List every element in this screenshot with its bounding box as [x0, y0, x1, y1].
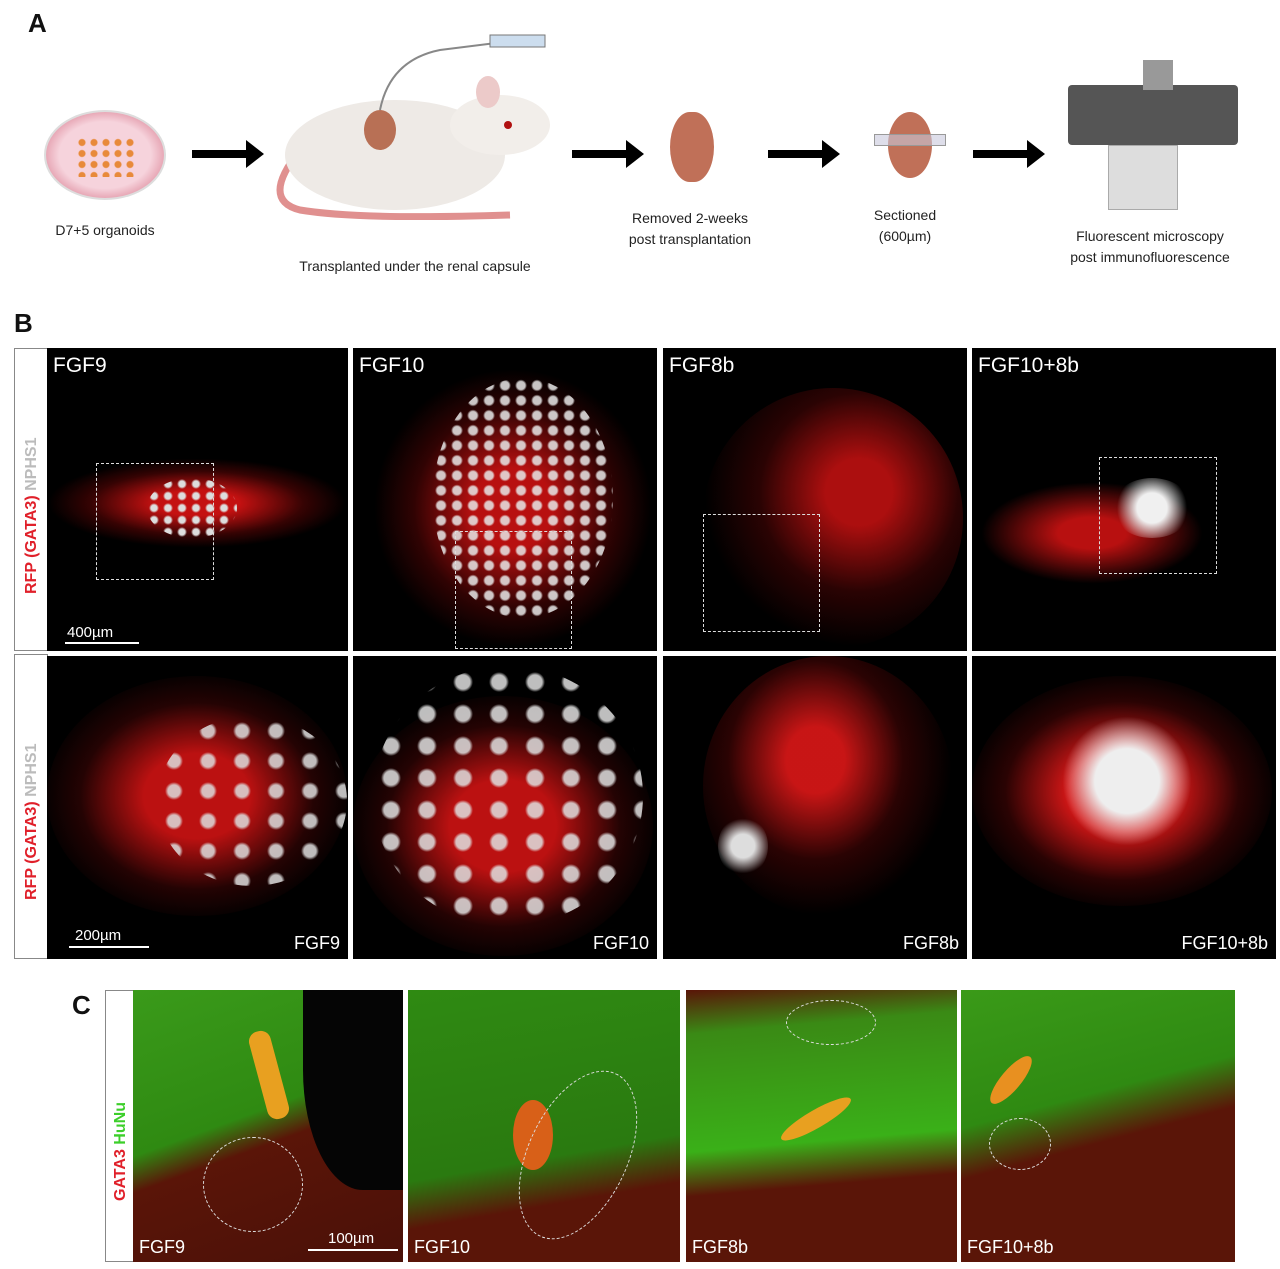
dashed-outline	[989, 1118, 1051, 1170]
caption-line: Fluorescent microscopy	[1076, 228, 1224, 244]
scale-bar-label: 100µm	[328, 1230, 375, 1247]
panel-condition-label: FGF8b	[902, 933, 959, 953]
dashed-outline	[786, 1000, 876, 1045]
stain-green-label: HuNu	[112, 1102, 129, 1145]
image-panel: 200µm FGF9	[47, 656, 348, 959]
stain-red-label: RFP (GATA3)	[23, 495, 40, 594]
arrow-icon	[572, 140, 644, 168]
image-panel: FGF10	[353, 656, 657, 959]
image-panel: FGF10+8b	[972, 348, 1276, 651]
zoom-region-box	[96, 463, 214, 580]
image-panel: FGF8b	[686, 990, 957, 1262]
stain-legend: GATA3 HuNu	[105, 990, 135, 1262]
image-panel: FGF10	[353, 348, 657, 651]
panel-title: FGF10+8b	[978, 354, 1079, 377]
step-caption: Sectioned (600µm)	[830, 205, 980, 247]
dashed-outline	[203, 1137, 303, 1232]
panel-title: FGF9	[53, 354, 107, 377]
image-panel: FGF8b	[663, 348, 967, 651]
panel-title: FGF8b	[669, 354, 735, 377]
arrow-icon	[973, 140, 1045, 168]
scale-bar	[69, 946, 149, 948]
stain-legend: RFP (GATA3) NPHS1	[14, 348, 48, 651]
zoom-region-box	[1099, 457, 1217, 574]
scale-bar-label: 400µm	[67, 624, 114, 641]
zoom-region-box	[455, 531, 572, 649]
caption-line: (600µm)	[878, 228, 932, 244]
panel-condition-label: FGF9	[293, 933, 340, 953]
step-caption: Fluorescent microscopy post immunofluores…	[1040, 226, 1260, 268]
mouse-illustration	[260, 30, 560, 221]
panel-title: FGF10	[359, 354, 425, 377]
image-panel: FGF10	[408, 990, 680, 1262]
zoom-region-box	[703, 514, 820, 632]
scale-bar-label: 200µm	[75, 927, 122, 944]
arrow-icon	[192, 140, 264, 168]
image-panel: FGF9 400µm	[47, 348, 348, 651]
caption-line: post transplantation	[628, 231, 752, 247]
kidney-illustration	[670, 112, 714, 182]
panel-a-label: A	[28, 8, 47, 38]
image-panel: FGF10+8b	[972, 656, 1276, 959]
panel-condition-label: FGF10+8b	[967, 1237, 1054, 1257]
caption-line: Sectioned	[873, 207, 937, 223]
image-panel: FGF10+8b	[961, 990, 1235, 1262]
panel-condition-label: FGF10	[592, 933, 649, 953]
caption-line: post immunofluorescence	[1070, 249, 1230, 265]
microscope-illustration	[1068, 60, 1238, 215]
step-caption: Transplanted under the renal capsule	[299, 258, 531, 274]
step-caption: D7+5 organoids	[55, 222, 155, 238]
petri-dish-illustration	[44, 110, 166, 200]
arrow-icon	[768, 140, 840, 168]
stain-white-label: NPHS1	[23, 743, 40, 797]
image-panel: 100µm FGF9	[133, 990, 403, 1262]
panel-b-label: B	[14, 308, 33, 338]
panel-condition-label: FGF9	[139, 1237, 186, 1257]
scale-bar	[65, 642, 139, 644]
scale-bar	[308, 1249, 398, 1251]
stain-legend: RFP (GATA3) NPHS1	[14, 654, 48, 959]
panel-condition-label: FGF10	[414, 1237, 471, 1257]
panel-c-label: C	[72, 990, 91, 1020]
step-caption: Removed 2-weeks post transplantation	[600, 208, 780, 250]
panel-condition-label: FGF10+8b	[1181, 933, 1268, 953]
stain-red-label: GATA3	[112, 1149, 129, 1201]
panel-condition-label: FGF8b	[692, 1237, 749, 1257]
sectioned-kidney-illustration	[874, 112, 946, 178]
stain-red-label: RFP (GATA3)	[23, 801, 40, 900]
caption-line: Removed 2-weeks	[632, 210, 748, 226]
stain-white-label: NPHS1	[23, 437, 40, 491]
image-panel: FGF8b	[663, 656, 967, 959]
